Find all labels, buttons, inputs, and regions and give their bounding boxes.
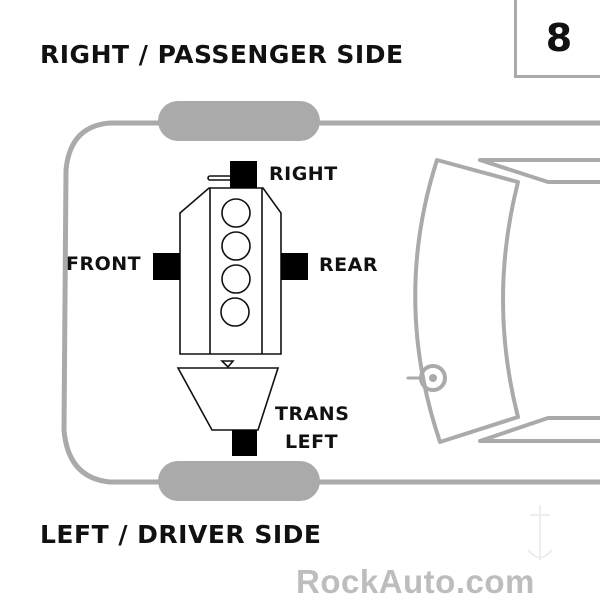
cylinder [221, 231, 251, 261]
cylinder [221, 198, 251, 228]
trans-mount-label-line1: TRANS [275, 403, 350, 425]
rear-mount-label: REAR [319, 254, 378, 276]
windshield [413, 158, 520, 444]
diagram-number: 8 [514, 0, 600, 78]
transmission [176, 367, 280, 431]
front-mount-label: FRONT [66, 253, 142, 275]
watermark-logo-icon [527, 505, 553, 560]
top-wheel [158, 101, 320, 141]
right-mount [230, 161, 257, 188]
hood-line-top [478, 158, 600, 184]
bottom-side-label: LEFT / DRIVER SIDE [40, 520, 322, 549]
watermark-text: RockAuto.com [296, 563, 535, 600]
top-side-label: RIGHT / PASSENGER SIDE [40, 40, 404, 69]
key-icon [419, 364, 447, 392]
cylinder [221, 264, 251, 294]
cylinder [220, 297, 250, 327]
car-body-outline [61, 120, 600, 485]
bottom-wheel [158, 461, 320, 501]
right-mount-label: RIGHT [269, 163, 338, 185]
engine-block [176, 175, 282, 431]
rear-mount [281, 253, 308, 280]
dipstick [207, 175, 233, 181]
trans-mount-label-line2: LEFT [285, 431, 339, 453]
front-mount [153, 253, 180, 280]
trans-left-mount [232, 430, 257, 456]
hood-line-bottom [478, 416, 600, 443]
